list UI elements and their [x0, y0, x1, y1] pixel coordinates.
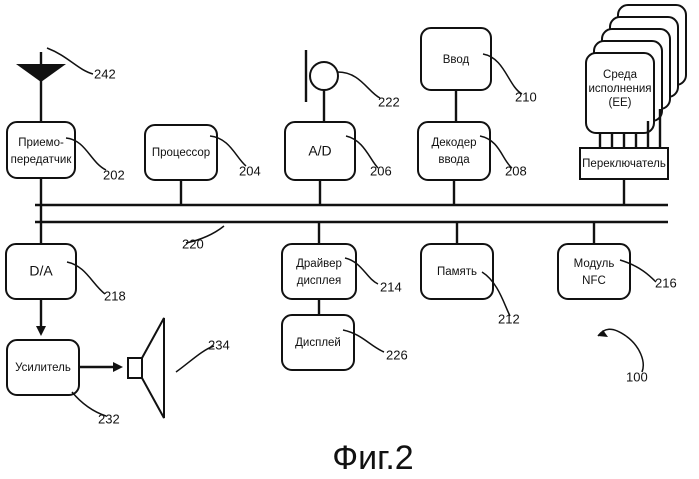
execution-environment-stack: Среда исполнения (EE) — [586, 5, 686, 133]
figure-caption: Фиг.2 — [332, 439, 413, 477]
display-driver-label-line1: Драйвер — [296, 258, 342, 270]
ref-222: 222 — [378, 94, 400, 109]
antenna-icon — [16, 52, 66, 122]
system-bus — [35, 205, 668, 222]
memory-label: Память — [437, 266, 477, 278]
nfc-label-line2: NFC — [582, 275, 606, 287]
ref-206: 206 — [370, 163, 392, 178]
ad-converter-block: A/D — [285, 122, 355, 180]
ref-234: 234 — [208, 337, 230, 352]
input-decoder-block: Декодер ввода — [418, 122, 490, 180]
display-block: Дисплей — [282, 315, 354, 370]
ref-208: 208 — [505, 163, 527, 178]
switch-label: Переключатель — [582, 158, 666, 170]
input-decoder-label-line1: Декодер — [432, 137, 477, 149]
display-driver-block: Драйвер дисплея — [282, 244, 356, 299]
da-converter-block: D/A — [6, 244, 76, 299]
exec-env-label-line1: Среда — [603, 69, 638, 81]
input-label: Ввод — [443, 54, 470, 66]
nfc-module-block: Модуль NFC — [558, 244, 630, 299]
speaker-icon — [128, 318, 164, 418]
amplifier-block: Усилитель — [7, 340, 79, 395]
amplifier-label: Усилитель — [15, 362, 71, 374]
ref-220: 220 — [182, 236, 204, 251]
ref-100: 100 — [626, 369, 648, 384]
processor-block: Процессор — [145, 125, 217, 180]
ref-216: 216 — [655, 275, 677, 290]
transceiver-label-line2: передатчик — [11, 154, 73, 166]
ref-218: 218 — [104, 288, 126, 303]
transceiver-block: Приемо- передатчик — [7, 122, 75, 178]
processor-label: Процессор — [152, 147, 210, 159]
ref-204: 204 — [239, 163, 261, 178]
ref-212: 212 — [498, 311, 520, 326]
display-driver-label-line2: дисплея — [297, 275, 341, 287]
input-decoder-label-line2: ввода — [438, 154, 470, 166]
transceiver-label-line1: Приемо- — [18, 137, 64, 149]
exec-env-label-line2: исполнения — [588, 83, 651, 95]
ad-label: A/D — [308, 143, 331, 159]
ref-226: 226 — [386, 347, 408, 362]
da-label: D/A — [29, 263, 53, 279]
switch-block: Переключатель — [580, 148, 668, 179]
nfc-label-line1: Модуль — [574, 258, 615, 270]
ref-242: 242 — [94, 66, 116, 81]
ref-202: 202 — [103, 167, 125, 182]
ref-210: 210 — [515, 89, 537, 104]
memory-block: Память — [421, 244, 493, 299]
microphone-icon — [306, 50, 338, 122]
exec-env-label-line3: (EE) — [609, 97, 632, 109]
display-label: Дисплей — [295, 337, 341, 349]
ref-214: 214 — [380, 279, 402, 294]
input-block: Ввод — [421, 28, 491, 90]
ref-232: 232 — [98, 411, 120, 426]
